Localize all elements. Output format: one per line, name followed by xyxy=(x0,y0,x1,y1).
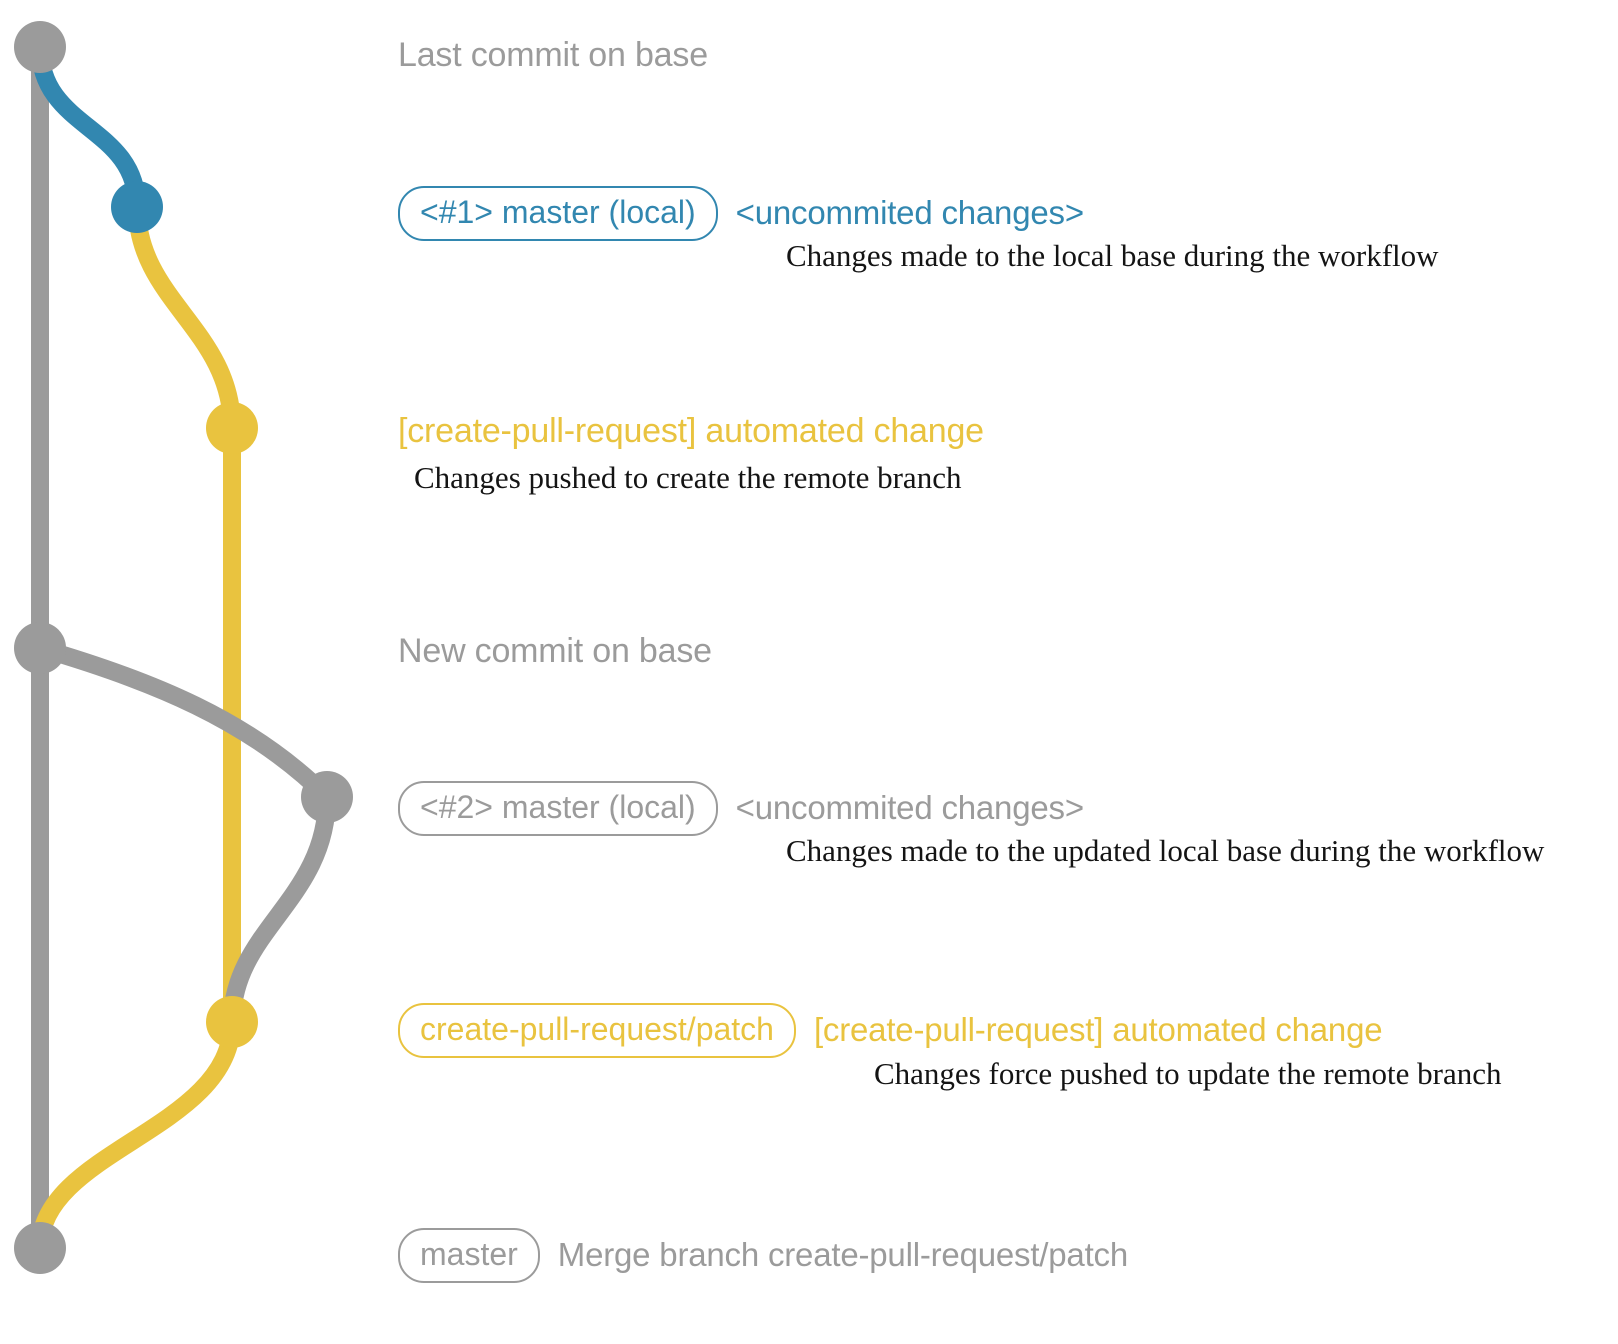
commit-title-last-commit-on-base: Last commit on base xyxy=(398,36,708,74)
edge-local1-to-patch xyxy=(128,198,241,437)
commit-row-create-pull-request-patch: create-pull-request/patch [create-pull-r… xyxy=(398,1003,1383,1058)
ref-badge-master-local-2[interactable]: <#2> master (local) xyxy=(398,781,718,836)
commit-description-master-local-1: Changes made to the local base during th… xyxy=(786,238,1439,273)
commit-node-local-2[interactable] xyxy=(301,771,353,823)
commit-subject-master-merge: Merge branch create-pull-request/patch xyxy=(557,1236,1129,1274)
commit-row-new-commit-on-base: New commit on base xyxy=(398,632,712,671)
commit-node-patch-create[interactable] xyxy=(206,402,258,454)
edge-local2-to-patchforce xyxy=(223,788,336,1031)
commit-subject-master-local-2: <uncommited changes> xyxy=(735,789,1084,827)
edge-basenew-to-local2 xyxy=(31,639,336,806)
commit-row-master-local-2: <#2> master (local) <uncommited changes> xyxy=(398,781,1084,836)
commit-row-master-merge: master Merge branch create-pull-request/… xyxy=(398,1228,1128,1283)
commit-node-base-last[interactable] xyxy=(14,21,66,73)
edge-base-to-local1 xyxy=(31,38,146,216)
ref-badge-create-pull-request-patch[interactable]: create-pull-request/patch xyxy=(398,1003,796,1058)
ref-badge-master[interactable]: master xyxy=(398,1228,540,1283)
commit-row-master-local-1: <#1> master (local) <uncommited changes> xyxy=(398,186,1084,241)
commit-subject-master-local-1: <uncommited changes> xyxy=(735,194,1084,232)
commit-title-new-commit-on-base: New commit on base xyxy=(398,632,712,670)
ref-badge-master-local-1[interactable]: <#1> master (local) xyxy=(398,186,718,241)
commit-subject-create-pull-request-patch: [create-pull-request] automated change xyxy=(813,1011,1383,1049)
commit-node-base-new[interactable] xyxy=(14,622,66,674)
commit-node-master-merge[interactable] xyxy=(14,1222,66,1274)
commit-node-patch-force[interactable] xyxy=(206,996,258,1048)
commit-row-automated-change-1: [create-pull-request] automated change xyxy=(398,412,984,451)
commit-title-automated-change-1: [create-pull-request] automated change xyxy=(398,412,984,450)
commit-row-last-commit-on-base: Last commit on base xyxy=(398,36,708,75)
commit-description-master-local-2: Changes made to the updated local base d… xyxy=(786,833,1545,868)
commit-description-create-pull-request-patch: Changes force pushed to update the remot… xyxy=(874,1056,1502,1091)
commit-node-local-1[interactable] xyxy=(111,181,163,233)
edge-patchforce-to-merge xyxy=(31,1013,241,1257)
commit-description-automated-change-1: Changes pushed to create the remote bran… xyxy=(414,460,962,495)
